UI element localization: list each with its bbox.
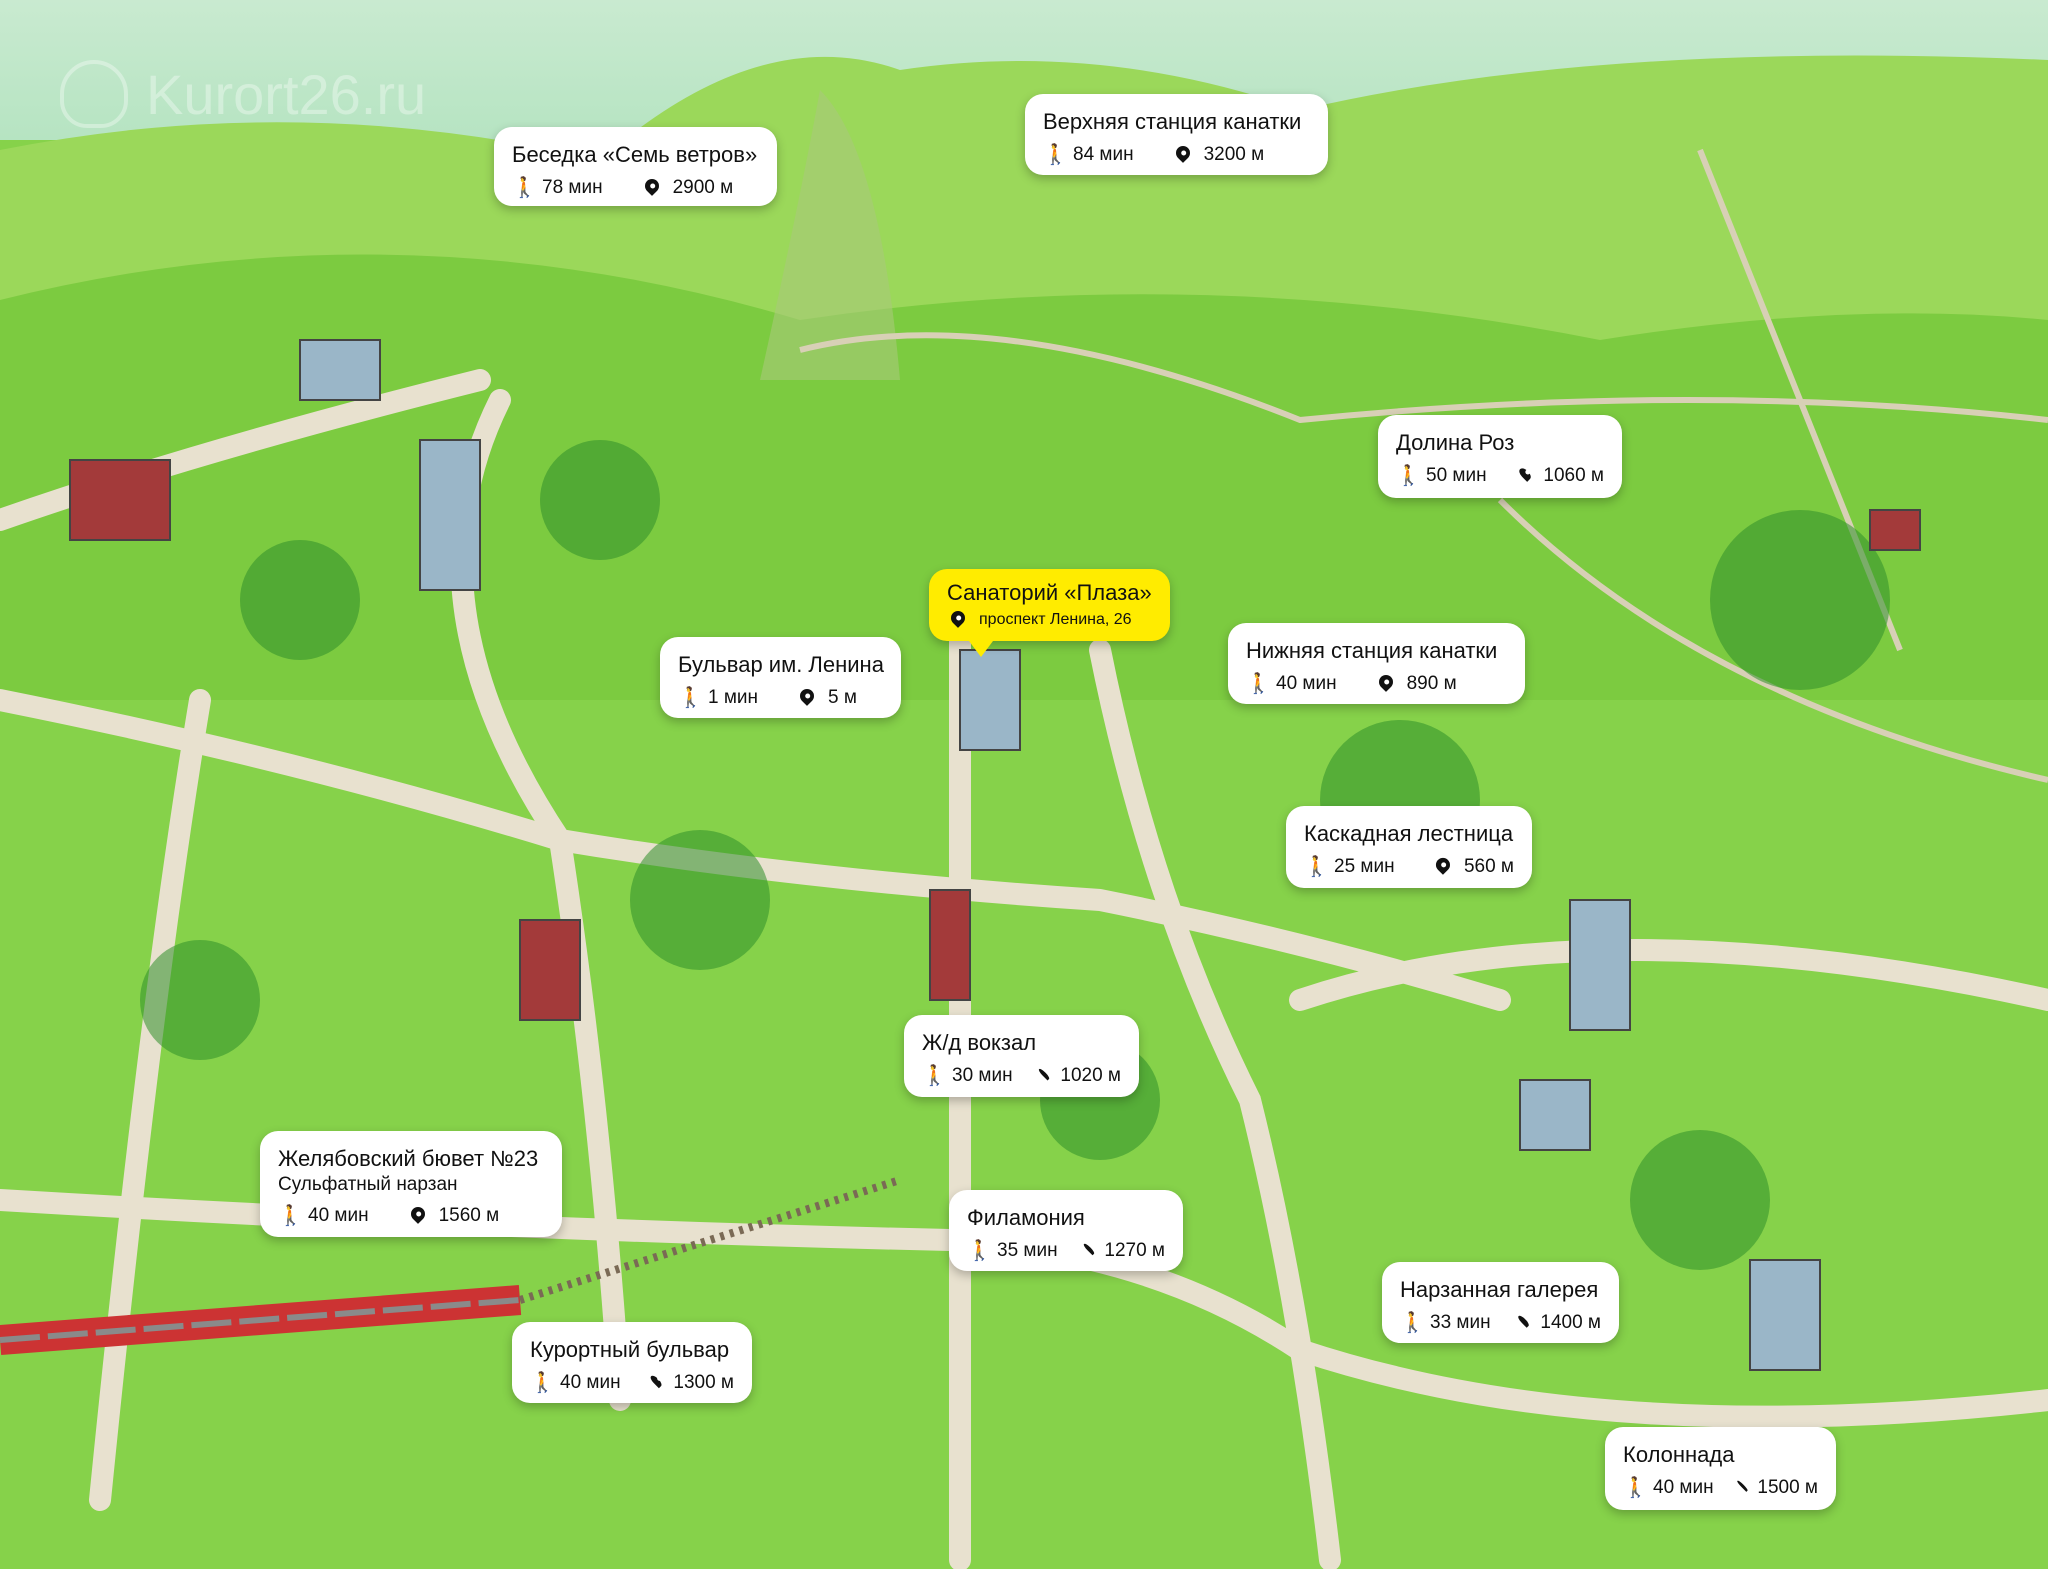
watermark: Kurort26.ru <box>60 60 426 128</box>
distance: 3200 м <box>1203 144 1265 165</box>
place-card[interactable]: Долина Роз 🚶50 мин 1060 м <box>1378 415 1622 498</box>
place-name: Желябовский бювет №23 <box>278 1146 539 1171</box>
distance: 1560 м <box>438 1205 500 1226</box>
walking-person-icon: 🚶 <box>1304 856 1329 878</box>
distance: 560 м <box>1463 856 1514 877</box>
walking-person-icon: 🚶 <box>1400 1312 1425 1334</box>
walking-person-icon: 🚶 <box>1246 673 1271 695</box>
location-pin-icon <box>1517 466 1534 482</box>
distance: 1020 м <box>1060 1065 1121 1086</box>
place-name: Верхняя станция канатки <box>1043 109 1302 134</box>
walk-time: 78 мин <box>542 177 603 198</box>
place-name: Курортный бульвар <box>530 1337 730 1362</box>
place-card[interactable]: Нижняя станция канатки 🚶40 мин 890 м <box>1228 623 1525 704</box>
walk-time: 35 мин <box>997 1240 1058 1261</box>
place-name: Нижняя станция канатки <box>1246 638 1498 663</box>
place-card[interactable]: Ж/д вокзал 🚶30 мин 1020 м <box>904 1015 1139 1097</box>
walking-person-icon: 🚶 <box>278 1205 303 1227</box>
place-card[interactable]: Филамония 🚶35 мин 1270 м <box>949 1190 1183 1271</box>
walking-person-icon: 🚶 <box>530 1372 555 1394</box>
location-pin-icon <box>948 608 968 628</box>
location-pin-icon <box>1517 1314 1531 1328</box>
walk-time: 25 мин <box>1334 856 1395 877</box>
distance: 1060 м <box>1543 465 1604 486</box>
distance: 1270 м <box>1104 1240 1165 1261</box>
walking-person-icon: 🚶 <box>1396 465 1421 487</box>
place-name: Долина Роз <box>1396 430 1515 455</box>
location-pin-icon <box>1433 855 1453 875</box>
walking-person-icon: 🚶 <box>967 1240 992 1262</box>
place-card[interactable]: Верхняя станция канатки 🚶84 мин 3200 м <box>1025 94 1328 175</box>
walk-time: 33 мин <box>1430 1312 1491 1333</box>
place-card[interactable]: Нарзанная галерея 🚶33 мин 1400 м <box>1382 1262 1619 1343</box>
location-pin-icon <box>1736 1480 1748 1492</box>
location-pin-icon <box>648 1373 664 1389</box>
place-card[interactable]: Беседка «Семь ветров» 🚶78 мин 2900 м <box>494 127 777 206</box>
walk-time: 40 мин <box>1653 1477 1714 1498</box>
location-pin-icon <box>407 1204 428 1224</box>
location-pin-icon <box>1375 672 1396 692</box>
place-name: Филамония <box>967 1205 1085 1230</box>
roads <box>0 369 2048 1569</box>
walking-person-icon: 🚶 <box>1043 144 1068 166</box>
walking-person-icon: 🚶 <box>512 177 537 199</box>
place-card[interactable]: Бульвар им. Ленина 🚶1 мин 5 м <box>660 637 901 718</box>
location-pin-icon <box>1037 1067 1051 1081</box>
location-pin-icon <box>641 176 662 196</box>
walk-time: 30 мин <box>952 1065 1013 1086</box>
place-name: Бульвар им. Ленина <box>678 652 884 677</box>
location-pin-icon <box>1082 1242 1095 1256</box>
walk-time: 40 мин <box>1276 673 1337 694</box>
distance: 2900 м <box>672 177 734 198</box>
walking-person-icon: 🚶 <box>1623 1477 1648 1499</box>
highlight-title: Санаторий «Плаза» <box>947 580 1152 605</box>
walking-person-icon: 🚶 <box>678 687 703 709</box>
walk-time: 1 мин <box>708 687 759 708</box>
place-name: Ж/д вокзал <box>922 1030 1037 1055</box>
distance: 890 м <box>1406 673 1457 694</box>
walk-time: 40 мин <box>560 1372 621 1393</box>
distance: 1400 м <box>1540 1312 1601 1333</box>
location-pin-icon <box>797 686 817 706</box>
place-name: Колоннада <box>1623 1442 1735 1467</box>
highlight-card-sanatorium[interactable]: Санаторий «Плаза» проспект Ленина, 26 <box>929 569 1170 657</box>
distance: 1300 м <box>673 1372 734 1393</box>
distance: 1500 м <box>1757 1477 1818 1498</box>
walk-time: 84 мин <box>1073 144 1134 165</box>
place-name: Нарзанная галерея <box>1400 1277 1599 1302</box>
walk-time: 50 мин <box>1426 465 1487 486</box>
walk-time: 40 мин <box>308 1205 369 1226</box>
place-card[interactable]: Колоннада 🚶40 мин 1500 м <box>1605 1427 1836 1510</box>
kurort-logo-icon <box>60 60 128 128</box>
place-name: Беседка «Семь ветров» <box>512 142 758 167</box>
distance: 5 м <box>828 687 857 708</box>
highlight-address: проспект Ленина, 26 <box>979 611 1132 628</box>
place-card[interactable]: Каскадная лестница 🚶25 мин 560 м <box>1286 806 1532 888</box>
watermark-text: Kurort26.ru <box>146 62 427 126</box>
place-subtitle: Сульфатный нарзан <box>278 1174 458 1195</box>
place-card[interactable]: Курортный бульвар 🚶40 мин 1300 м <box>512 1322 752 1403</box>
walking-person-icon: 🚶 <box>922 1065 947 1087</box>
location-pin-icon <box>1172 143 1193 163</box>
place-name: Каскадная лестница <box>1304 821 1514 846</box>
